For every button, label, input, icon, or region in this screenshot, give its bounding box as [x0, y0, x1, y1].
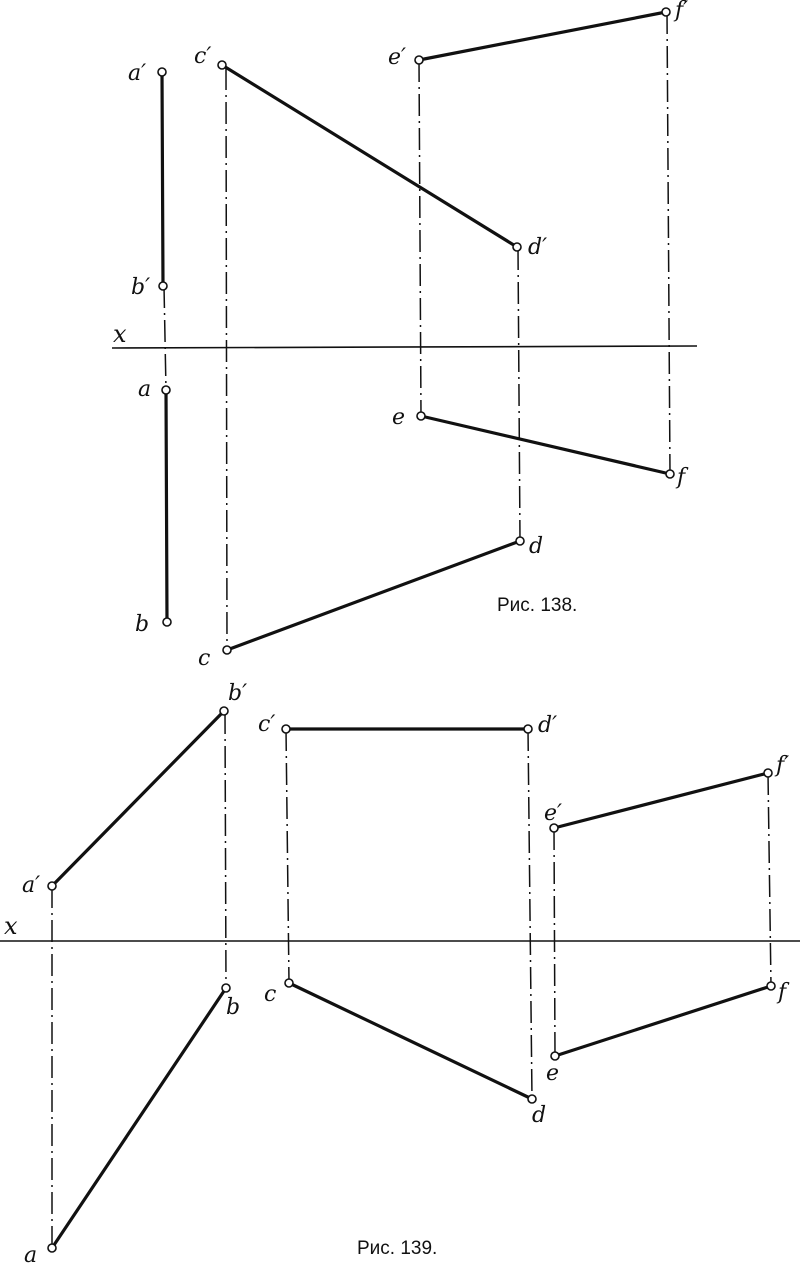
point-f — [665, 469, 675, 479]
segment-e1f1 — [552, 771, 770, 830]
label-d: d — [532, 1103, 546, 1128]
link-line-c — [225, 67, 228, 651]
point-e — [416, 411, 426, 421]
label-c1: c′ — [194, 44, 211, 69]
point-e1 — [549, 823, 559, 833]
segment-c1d1 — [220, 63, 519, 249]
point-b1 — [158, 281, 168, 291]
point-a1 — [47, 881, 57, 891]
link-line-d — [527, 728, 533, 1100]
point-d1 — [512, 242, 522, 252]
point-a1 — [157, 67, 167, 77]
point-d1 — [523, 724, 533, 734]
point-c1 — [217, 60, 227, 70]
segment-a1b1 — [160, 70, 165, 288]
label-e1: e′ — [544, 801, 562, 826]
label-a1: a′ — [22, 873, 40, 898]
label-d1: d′ — [528, 235, 547, 260]
label-e: e — [546, 1061, 559, 1086]
point-b — [221, 983, 231, 993]
point-b — [162, 617, 172, 627]
point-e — [550, 1051, 560, 1061]
label-e: e — [392, 405, 405, 430]
label-b: b — [226, 995, 240, 1020]
axis-label: x — [113, 320, 127, 348]
link-line-e — [553, 827, 556, 1057]
label-b: b — [135, 612, 149, 637]
point-a — [47, 1243, 57, 1253]
label-d1: d′ — [538, 713, 557, 738]
segment-cd — [287, 981, 534, 1101]
segment-ef — [553, 984, 773, 1058]
axis-label: x — [4, 912, 18, 940]
link-line-ab — [163, 285, 167, 391]
figure-caption: Рис. 138. — [497, 595, 577, 616]
segment-a1b1 — [50, 709, 226, 888]
segment-cd — [225, 539, 522, 652]
point-c1 — [281, 724, 291, 734]
point-f — [766, 981, 776, 991]
label-c: c — [264, 982, 276, 1007]
link-line-f — [666, 11, 671, 475]
point-f1 — [661, 7, 671, 17]
figure-138: x a′ b′ a b c′ d′ c d e′ — [111, 0, 698, 671]
label-f: f — [675, 465, 689, 490]
point-f1 — [763, 768, 773, 778]
figure-caption: Рис. 139. — [357, 1238, 437, 1259]
label-f1: f′ — [774, 753, 789, 778]
link-line-e — [418, 59, 422, 417]
link-line-f — [767, 772, 772, 987]
label-a: a — [138, 377, 151, 402]
point-d — [527, 1094, 537, 1104]
point-c — [284, 978, 294, 988]
segment-ab — [50, 986, 228, 1250]
label-a1: a′ — [128, 61, 146, 86]
point-d — [515, 536, 525, 546]
point-a — [161, 385, 171, 395]
segment-e1f1 — [417, 10, 668, 62]
label-b1: b′ — [228, 681, 247, 706]
projection-axis-x — [111, 345, 698, 349]
figure-139: x a′ b′ a b c′ d′ c d — [0, 681, 800, 1264]
label-f1: f′ — [673, 0, 688, 23]
link-line-c — [285, 728, 290, 984]
label-e1: e′ — [388, 45, 406, 70]
link-line-d — [517, 247, 521, 542]
label-f: f — [776, 980, 790, 1005]
label-b1: b′ — [131, 275, 150, 300]
segment-ab — [164, 388, 169, 624]
link-line-b — [224, 711, 227, 989]
segment-ef — [419, 414, 672, 476]
label-c1: c′ — [258, 712, 275, 737]
point-e1 — [414, 55, 424, 65]
point-b1 — [219, 706, 229, 716]
point-c — [222, 645, 232, 655]
label-c: c — [198, 646, 210, 671]
label-a: a — [24, 1243, 37, 1264]
label-d: d — [529, 534, 543, 559]
